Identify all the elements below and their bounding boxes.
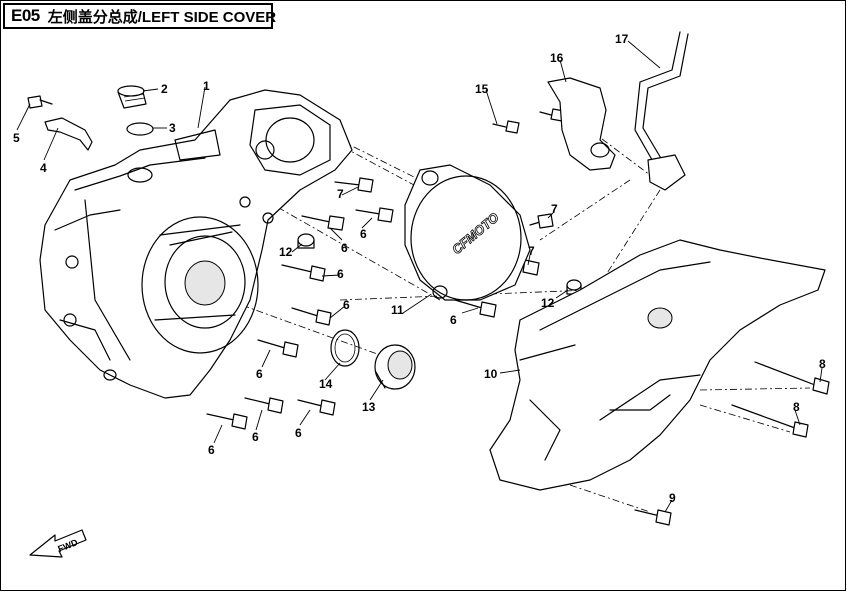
callout-1: 1 xyxy=(203,79,210,93)
callout-7: 7 xyxy=(528,244,535,258)
bracket-hole xyxy=(590,142,610,158)
callout-6: 6 xyxy=(295,426,302,440)
callout-10: 10 xyxy=(484,367,498,381)
callout-15: 15 xyxy=(475,82,489,96)
mounting-bracket xyxy=(547,77,616,171)
seal-ring xyxy=(330,329,360,367)
oil-filler-plug xyxy=(117,85,147,109)
bolt xyxy=(301,215,345,231)
callout-6: 6 xyxy=(256,367,263,381)
bolt xyxy=(492,120,520,134)
callout-6: 6 xyxy=(360,227,367,241)
stator-cover: CFMOTO xyxy=(404,164,531,301)
callout-13: 13 xyxy=(362,400,376,414)
section-code: E05 xyxy=(11,6,40,25)
forward-direction-arrow: FWD xyxy=(29,529,87,558)
left-crankcase-cover xyxy=(39,89,353,399)
bolt xyxy=(297,399,336,416)
callout-9: 9 xyxy=(669,491,676,505)
bolt xyxy=(334,177,374,193)
bolt xyxy=(281,264,326,282)
bolt xyxy=(257,339,299,358)
bolt xyxy=(291,307,332,326)
bolt xyxy=(244,397,284,414)
callout-8: 8 xyxy=(793,400,800,414)
bolt xyxy=(206,413,248,430)
plug-cap xyxy=(374,344,416,390)
callout-6: 6 xyxy=(450,313,457,327)
callout-6: 6 xyxy=(252,430,259,444)
callout-6: 6 xyxy=(337,267,344,281)
callout-3: 3 xyxy=(169,121,176,135)
callout-4: 4 xyxy=(40,161,47,175)
bolt xyxy=(731,404,809,438)
callout-7: 7 xyxy=(551,202,558,216)
callout-labels: 1 2 3 4 5 6 6 6 6 6 6 6 6 6 7 7 7 8 8 9 … xyxy=(13,32,826,505)
sprocket-cover xyxy=(489,239,826,491)
breather-pipe xyxy=(634,31,689,191)
callout-8: 8 xyxy=(819,357,826,371)
callout-11: 11 xyxy=(391,303,404,317)
bolt xyxy=(355,207,394,223)
callout-2: 2 xyxy=(161,82,168,96)
callout-14: 14 xyxy=(319,377,333,391)
o-ring xyxy=(126,122,154,136)
callout-7: 7 xyxy=(337,187,344,201)
bracket-plate xyxy=(44,117,93,151)
callout-6: 6 xyxy=(208,443,215,457)
bolts xyxy=(206,108,830,526)
callout-12: 12 xyxy=(541,296,555,310)
callout-16: 16 xyxy=(550,51,564,65)
callout-17: 17 xyxy=(615,32,629,46)
bolt xyxy=(754,361,830,395)
page-title: 左侧盖分总成/LEFT SIDE COVER xyxy=(47,8,277,26)
title-box: E05 左侧盖分总成/LEFT SIDE COVER xyxy=(3,3,277,29)
callout-6: 6 xyxy=(343,298,350,312)
callout-12: 12 xyxy=(279,245,293,259)
bolt xyxy=(454,299,497,318)
leader-lines xyxy=(16,40,823,513)
callout-5: 5 xyxy=(13,131,20,145)
bolt xyxy=(529,213,554,229)
callout-6: 6 xyxy=(341,241,348,255)
dowel-pin xyxy=(297,233,315,249)
small-bolt xyxy=(27,95,53,109)
bolt xyxy=(634,509,672,526)
